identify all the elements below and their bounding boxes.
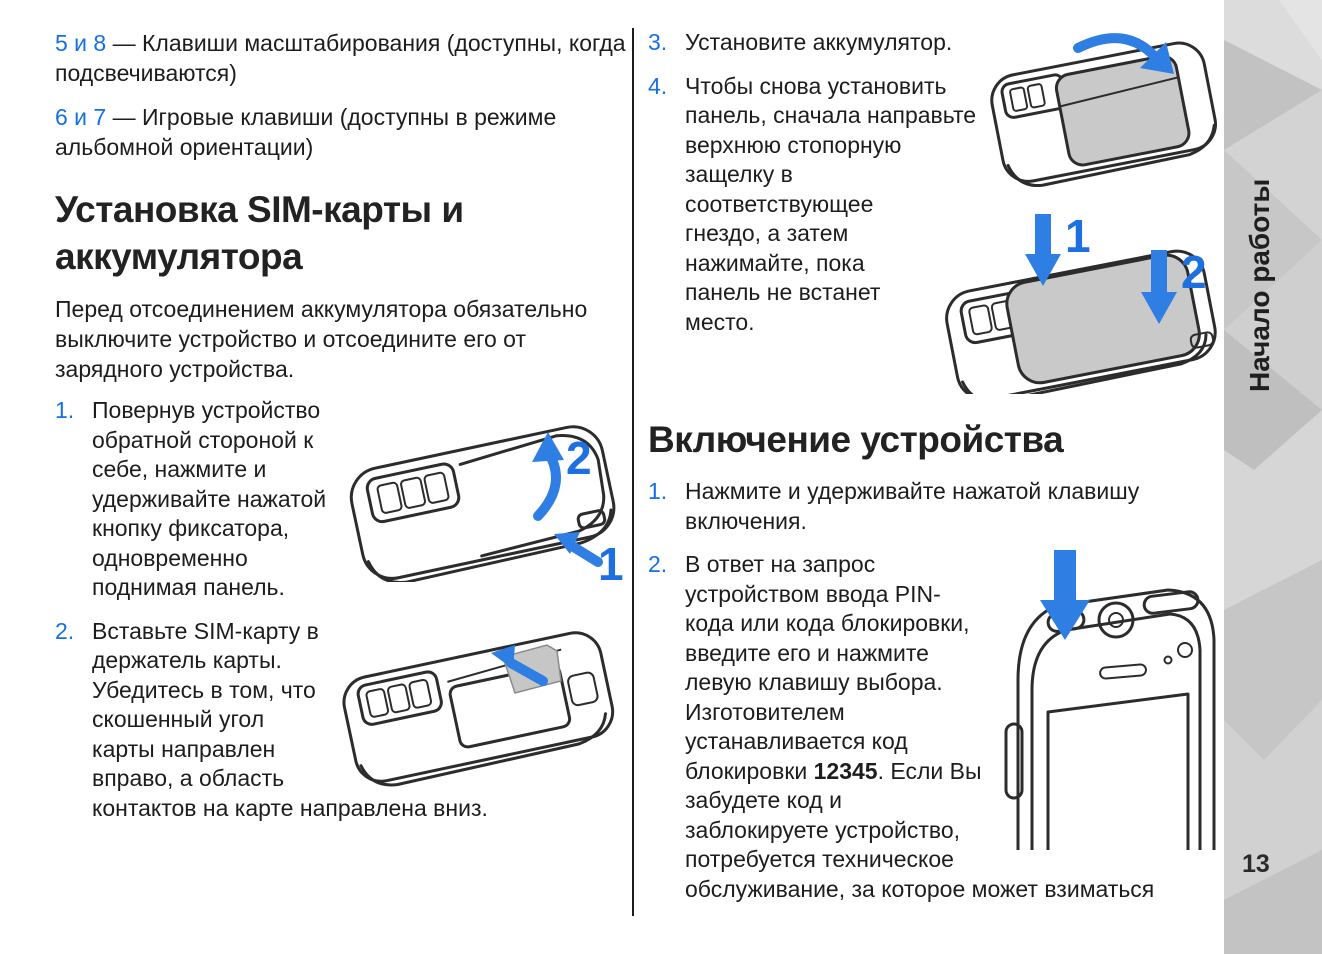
rotate-arrow (533, 447, 561, 521)
step-4-reattach-cover: 4. Чтобы снова установить панель, сначала… (648, 72, 1224, 338)
step-number: 1. (648, 478, 668, 504)
step-text: Установите аккумулятор. (685, 29, 953, 55)
phone-open-back-cover-figure: 2 1 (349, 425, 624, 582)
step-number: 4. (648, 72, 668, 99)
chapter-title-vertical: Начало работы (1244, 178, 1275, 392)
sidebar-faceted-background (1224, 0, 1322, 954)
step-number: 2. (55, 617, 75, 644)
press-arrow-1 (1025, 214, 1061, 286)
figure-label-1: 1 (598, 538, 624, 582)
section-heading-power-on: Включение устройства (648, 419, 1064, 460)
step-2-insert-sim: 2. Вставьте SIM-карту в держатель карты. … (55, 617, 632, 824)
right-column: 1 2 3. Установите аккумулятор. 4. Чтобы сн… (648, 28, 1224, 918)
key-legend-zoom: 5 и 8 — Клавиши масштабирования (доступн… (55, 28, 632, 88)
step-2-enter-pin: 2. В ответ на запрос устройством ввода PI… (648, 550, 1224, 904)
key-legend-game: 6 и 7 — Игровые клавиши (доступны в режи… (55, 102, 632, 162)
key-numbers-6-7: 6 и 7 (55, 104, 107, 130)
default-lock-code: 12345 (813, 757, 878, 784)
press-arrow-2 (1141, 250, 1177, 324)
chapter-sidebar: Начало работы 13 (1224, 0, 1322, 954)
step-text: Вставьте SIM-карту в держатель карты. Уб… (92, 617, 488, 821)
step-3-insert-battery: 3. Установите аккумулятор. (648, 28, 1224, 58)
page-number: 13 (1242, 850, 1270, 878)
step-1-open-cover: 2 1 1. Повернув устройство обратной сторо… (55, 396, 632, 603)
step-number: 2. (648, 551, 668, 577)
figure-label-2: 2 (1181, 246, 1207, 298)
key-numbers-5-8: 5 и 8 (55, 30, 107, 56)
figure-label-2: 2 (566, 432, 592, 484)
earpiece (1099, 663, 1147, 680)
section-heading-sim-battery: Установка SIM-карты и аккумулятора (55, 189, 464, 277)
step-text: Нажмите и удерживайте нажатой клавишу вк… (685, 478, 1140, 534)
key-legend-zoom-text: — Клавиши масштабирования (доступны, ког… (55, 30, 626, 86)
cover-attach-figure: 1 2 (945, 210, 1217, 394)
sim-battery-warning-paragraph: Перед отсоединением аккумулятора обязате… (55, 296, 588, 382)
step-text: Повернув устройство обратной стороной к … (92, 397, 327, 600)
side-key (1004, 722, 1024, 800)
sim-insert-figure (342, 630, 615, 786)
step-number: 1. (55, 397, 75, 423)
latch-arrow (567, 541, 603, 567)
step-1-hold-power-key: 1. Нажмите и удерживайте нажатой клавишу … (648, 477, 1224, 536)
left-column: 5 и 8 — Клавиши масштабирования (доступн… (55, 28, 632, 837)
figure-label-1: 1 (1065, 210, 1091, 262)
column-divider (632, 28, 634, 916)
step-text-after: . Если Вы забудете код и заблокируете ус… (685, 757, 1155, 902)
key-legend-game-text: — Игровые клавиши (доступны в режиме аль… (55, 104, 557, 160)
power-key-figure (1004, 550, 1216, 850)
battery-insert-figure (990, 33, 1217, 188)
step-text-before: В ответ на запрос устройством ввода PIN-… (685, 551, 970, 784)
battery-arrow (1073, 33, 1161, 63)
sim-arrow (506, 657, 548, 686)
power-key-arrow (1040, 550, 1090, 640)
step-text: Чтобы снова установить панель, сначала н… (685, 72, 977, 335)
step-number: 3. (648, 29, 668, 55)
camera-lens (1097, 601, 1135, 639)
